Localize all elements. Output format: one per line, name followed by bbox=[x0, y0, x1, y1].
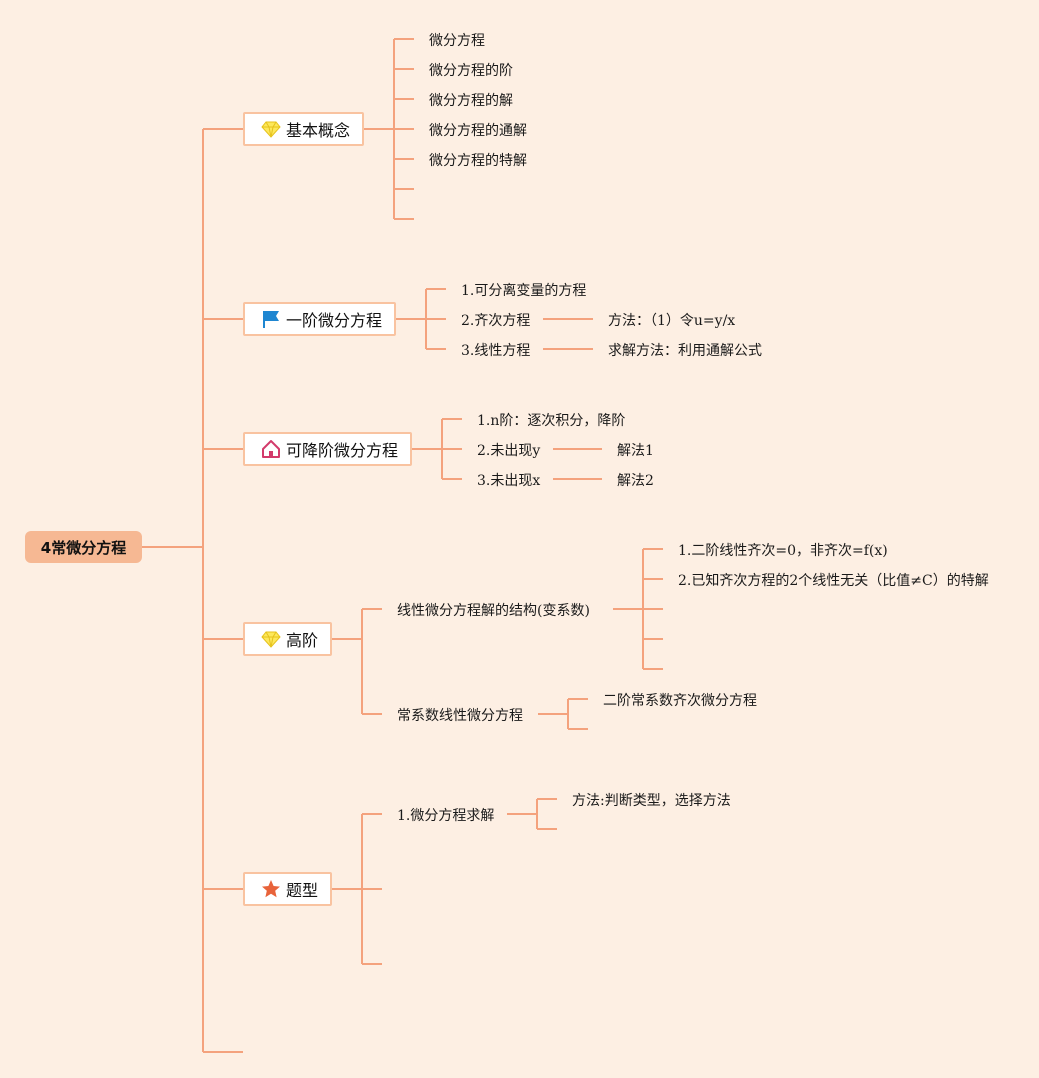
problem-note[interactable]: 方法:判断类型，选择方法 bbox=[572, 793, 731, 809]
reducible-item[interactable]: 3.未出现x bbox=[477, 473, 541, 489]
higher-structure[interactable]: 线性微分方程解的结构(变系数) bbox=[397, 603, 590, 619]
first-order-note[interactable]: 求解方法：利用通解公式 bbox=[608, 343, 762, 359]
root-node[interactable]: 4常微分方程 bbox=[25, 531, 142, 563]
basic-item[interactable]: 微分方程的阶 bbox=[429, 63, 513, 79]
reducible-item[interactable]: 2.未出现y bbox=[477, 443, 541, 459]
flag-icon bbox=[261, 309, 281, 329]
first-order-item[interactable]: 2.齐次方程 bbox=[461, 313, 531, 329]
branch-first-order[interactable]: 一阶微分方程 bbox=[243, 302, 396, 336]
first-order-note[interactable]: 方法：（1）令u=y/x bbox=[608, 313, 736, 329]
basic-item[interactable]: 微分方程的特解 bbox=[429, 153, 527, 169]
star-icon bbox=[261, 879, 281, 899]
basic-item[interactable]: 微分方程的解 bbox=[429, 93, 513, 109]
higher-constant-item[interactable]: 二阶常系数齐次微分方程 bbox=[603, 693, 757, 709]
reducible-note[interactable]: 解法2 bbox=[617, 473, 654, 489]
branch-problem-types[interactable]: 题型 bbox=[243, 872, 332, 906]
first-order-item[interactable]: 3.线性方程 bbox=[461, 343, 531, 359]
branch-label: 高阶 bbox=[286, 631, 319, 650]
first-order-item[interactable]: 1.可分离变量的方程 bbox=[461, 283, 587, 299]
diamond-icon bbox=[261, 119, 281, 139]
diamond-icon bbox=[261, 629, 281, 649]
branch-label: 题型 bbox=[286, 881, 319, 900]
higher-constant[interactable]: 常系数线性微分方程 bbox=[397, 708, 523, 724]
reducible-item[interactable]: 1.n阶：逐次积分，降阶 bbox=[477, 413, 626, 429]
branch-label: 一阶微分方程 bbox=[286, 311, 383, 330]
branch-label: 基本概念 bbox=[286, 121, 351, 140]
problem-item[interactable]: 1.微分方程求解 bbox=[397, 808, 495, 824]
branch-reducible[interactable]: 可降阶微分方程 bbox=[243, 432, 412, 466]
branch-label: 可降阶微分方程 bbox=[286, 441, 399, 460]
higher-structure-item[interactable]: 2.已知齐次方程的2个线性无关（比值≠C）的特解 bbox=[678, 573, 989, 589]
basic-item[interactable]: 微分方程的通解 bbox=[429, 123, 527, 139]
higher-structure-item[interactable]: 1.二阶线性齐次=0，非齐次=f(x) bbox=[678, 543, 888, 559]
reducible-note[interactable]: 解法1 bbox=[617, 443, 654, 459]
branch-basic-concepts[interactable]: 基本概念 bbox=[243, 112, 364, 146]
house-icon bbox=[261, 439, 281, 459]
basic-item[interactable]: 微分方程 bbox=[429, 33, 485, 49]
branch-higher-order[interactable]: 高阶 bbox=[243, 622, 332, 656]
